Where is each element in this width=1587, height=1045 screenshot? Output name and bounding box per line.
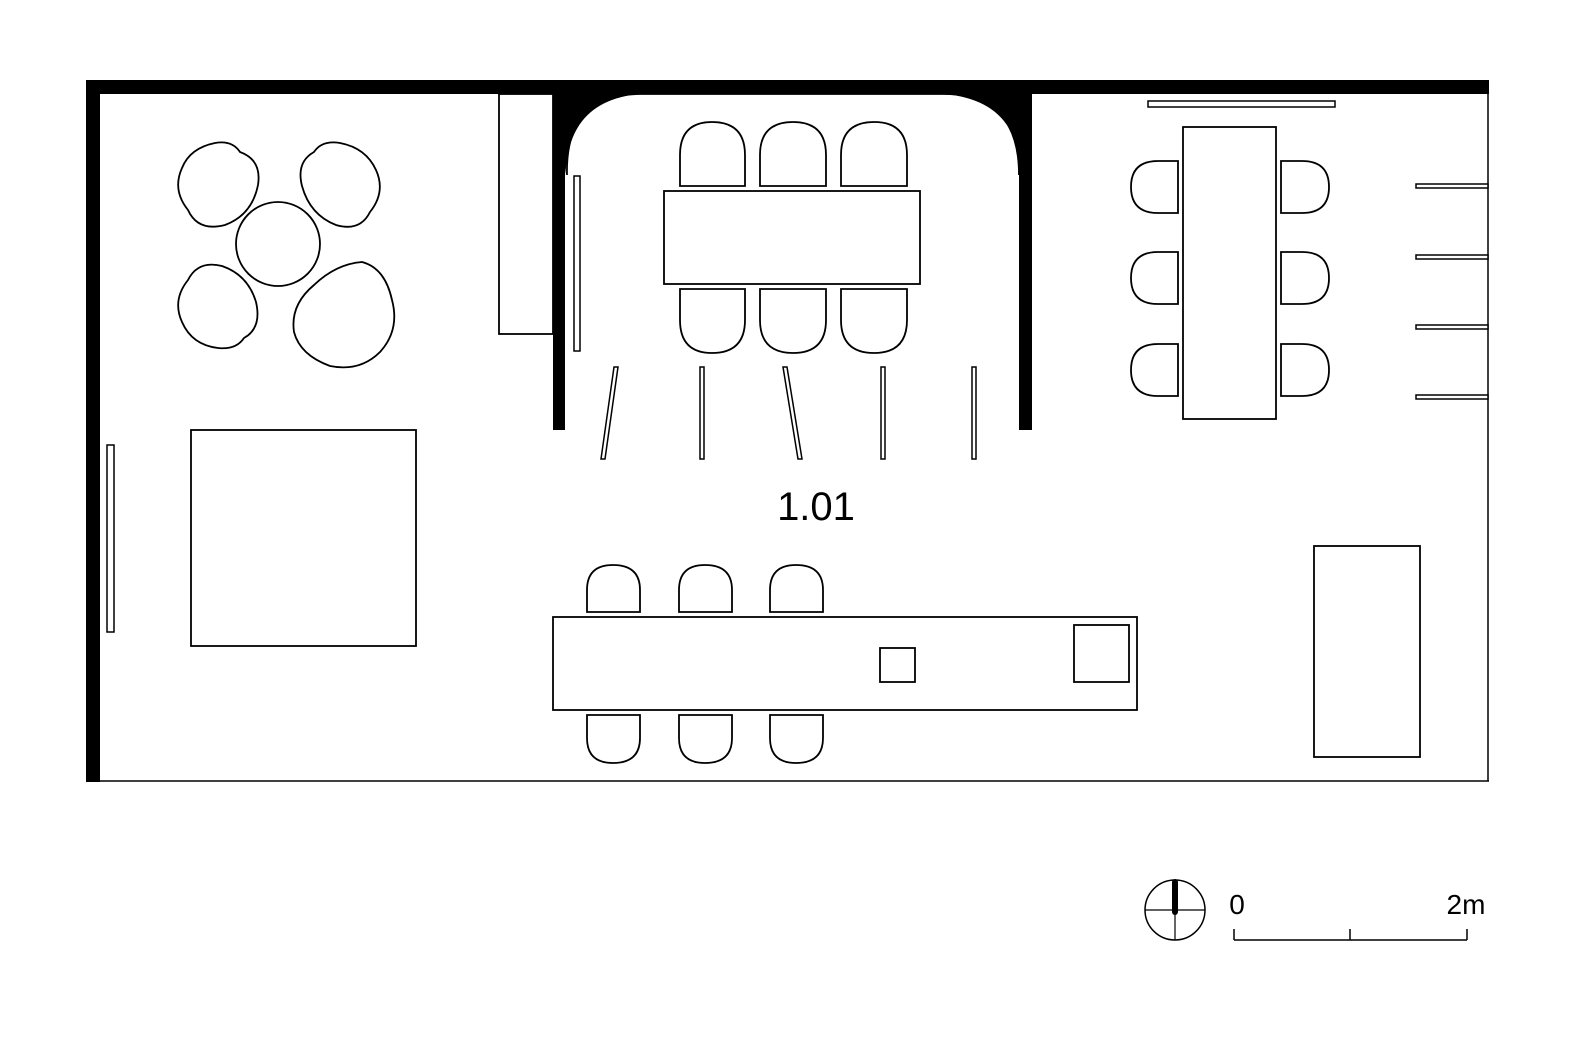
chair-left-3: [1130, 343, 1179, 397]
chair-left-1: [1130, 160, 1179, 214]
chair-bottom-1: [679, 288, 746, 354]
outer-walls: [86, 80, 1489, 782]
pivot-screens: [600, 366, 977, 460]
stool-bottom-2: [678, 714, 733, 764]
screen-slat: [600, 366, 619, 460]
lounge-chair-bottom-right: [292, 261, 396, 369]
alcove-table: [663, 190, 921, 285]
screen-slat: [782, 366, 803, 460]
wall-fin: [1415, 183, 1489, 189]
chair-right-2: [1280, 251, 1330, 305]
chair-bottom-3: [840, 288, 908, 354]
screen-slat: [971, 366, 977, 460]
alcove-left-corner: [565, 94, 640, 175]
screen-slat: [699, 366, 705, 460]
cupboard: [498, 93, 554, 335]
chair-right-3: [1280, 343, 1330, 397]
stool-top-2: [678, 564, 733, 613]
right-table: [1182, 126, 1277, 420]
chair-right-1: [1280, 160, 1330, 214]
chair-left-2: [1130, 251, 1179, 305]
chair-top-1: [679, 121, 746, 187]
wall-fin: [1415, 254, 1489, 260]
stool-bottom-1: [586, 714, 641, 764]
lounge-chair-top-left: [177, 141, 260, 228]
work-table-group: [552, 564, 1138, 764]
wall-fin: [1415, 324, 1489, 330]
chair-bottom-2: [759, 288, 827, 354]
stool-top-1: [586, 564, 641, 613]
room-number-label: 1.01: [777, 485, 855, 529]
meeting-alcove: [553, 93, 1032, 430]
screen-slat: [880, 366, 886, 460]
right-table-group: [1130, 126, 1330, 420]
north-arrow-icon: [1144, 879, 1206, 941]
cabinet: [1313, 545, 1421, 758]
small-table-box: [879, 647, 916, 683]
left-wall: [86, 80, 100, 782]
top-wall: [86, 80, 1489, 94]
wall-shelf: [1147, 100, 1336, 108]
square-table: [190, 429, 417, 647]
stool-bottom-3: [769, 714, 824, 764]
work-table: [552, 616, 1138, 711]
alcove-glass-panel: [573, 175, 581, 352]
alcove-table-group: [663, 121, 921, 354]
stool-top-3: [769, 564, 824, 613]
right-wall-fins: [1415, 183, 1489, 400]
lounge-chair-top-right: [299, 141, 381, 228]
alcove-right-corner: [944, 94, 1019, 175]
chair-top-2: [759, 121, 827, 187]
chair-top-3: [840, 121, 908, 187]
wall-fin: [1415, 394, 1489, 400]
left-window: [106, 444, 115, 633]
table-sink-box: [1073, 624, 1130, 683]
lounge-chair-bottom-left: [177, 263, 259, 350]
scale-end-label: 2m: [1447, 889, 1486, 920]
lounge-area: [177, 141, 396, 369]
round-coffee-table: [235, 201, 321, 287]
alcove-arch-line: [566, 93, 1020, 176]
scale-start-label: 0: [1229, 889, 1245, 920]
scale-bar: 0 2m: [1229, 889, 1486, 941]
